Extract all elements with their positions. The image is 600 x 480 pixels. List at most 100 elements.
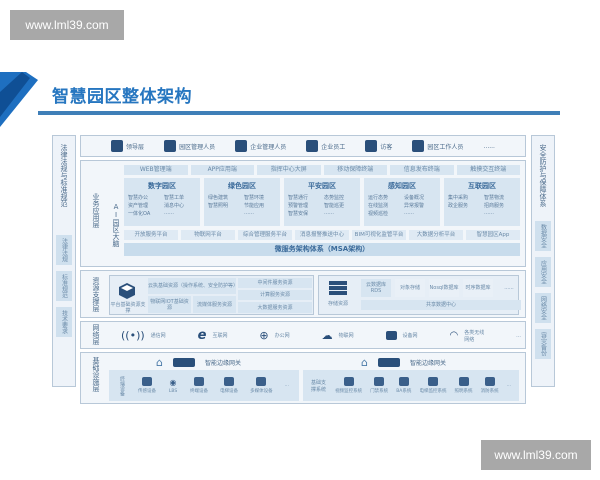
storage-resources: 存储资源 云数据库RDS 对象存储 Nosql数据库 时序数据库 ...... …: [318, 275, 521, 315]
terminal-item: 指挥中心大屏: [257, 165, 321, 175]
zone-digital: 数字园区 智慧办公智慧工单资产管理消息中心一体化OA……: [124, 178, 200, 226]
hydrant-icon: [484, 377, 495, 386]
worker-icon: [412, 140, 425, 152]
device-item: ...: [506, 383, 511, 388]
infrastructure-layer: 基础设施层 ⌂智能边缘网关 ⌂智能边缘网关 终端设备 传感设备 ◉LBS 终端设…: [80, 352, 526, 404]
platforms-row: 开放服务平台 物联网平台 综合管理服务平台 消息报警推送中心 BIM可视化监管平…: [124, 230, 520, 240]
user-item: 园区工作人员: [412, 140, 463, 152]
terminal-devices: 终端设备 传感设备 ◉LBS 终端设备 电梯设备 多媒体设备 ...: [109, 370, 299, 401]
iot-cloud-icon: ☁: [321, 329, 333, 342]
left-side-item: 法律法规: [56, 235, 72, 265]
office-net-icon: ⊕: [259, 329, 269, 342]
cube-icon: [119, 283, 135, 299]
compute-resources: 平台基础资源支撑 云执基础资源（操作系统、安全防护等） 物联网IOT基础资源 流…: [109, 275, 314, 315]
user-item: 领导层: [111, 140, 144, 152]
network-item: ((•))通信网: [121, 329, 166, 342]
device-item: 消防系统: [481, 377, 499, 394]
zone-safe: 平安园区 智慧通行态势监控预警管理智能巡更智慧安保……: [284, 178, 360, 226]
zone-sensing: 感知园区 运行态势设备概况在线监测异常报警视频巡检……: [364, 178, 440, 226]
gateway-left: ⌂智能边缘网关: [156, 356, 241, 369]
page-title: 智慧园区整体架构: [52, 87, 192, 107]
right-side-title: 安全防护与保障体系: [539, 144, 547, 207]
platform-item: 综合管理服务平台: [238, 230, 292, 240]
staff-icon: [306, 140, 319, 152]
lightbulb-icon: [458, 377, 469, 386]
device-item: BA系统: [396, 377, 411, 394]
base-layer-label: 基础设施层: [92, 357, 100, 392]
people-icon: [374, 377, 385, 386]
terminal-item: WEB管理端: [124, 165, 188, 175]
network-item: ⊕办公网: [259, 329, 290, 342]
media-play-icon: [256, 377, 267, 386]
left-standards-column: 法律法规与标准规范 法律法规 标准规范 技术要求: [52, 135, 76, 387]
device-item: 门禁系统: [370, 377, 388, 394]
title-divider: [38, 111, 560, 115]
right-side-item: 网络安全: [535, 293, 551, 323]
zones-row: 数字园区 智慧办公智慧工单资产管理消息中心一体化OA…… 绿色园区 绿色建筑智慧…: [124, 178, 520, 226]
device-item: 多媒体设备: [250, 377, 273, 394]
watermark-bottom: www.lml39.com: [481, 440, 591, 470]
manager-icon: [235, 140, 248, 152]
user-item: ......: [483, 142, 495, 150]
house-icon: ⌂: [361, 356, 368, 369]
left-side-item: 标准规范: [56, 271, 72, 301]
device-item: 视频监控系统: [335, 377, 362, 394]
device-item: 电梯设备: [220, 377, 238, 394]
network-item: 设备网: [385, 331, 418, 340]
user-item: 企业员工: [306, 140, 345, 152]
app-layer-label: 业务应用层: [92, 193, 100, 228]
server-icon: [329, 281, 347, 295]
platform-item: 大数据分析平台: [409, 230, 463, 240]
platform-item: 物联网平台: [181, 230, 235, 240]
user-item: 访客: [365, 140, 392, 152]
gateway-router-icon: [172, 358, 195, 367]
ai-brain-label: AI园区大脑: [112, 203, 120, 247]
right-side-item: 容灾备份: [535, 329, 551, 359]
application-layer: 业务应用层 AI园区大脑 WEB管理端 APP应用端 指挥中心大屏 移动保障终端…: [80, 160, 526, 267]
right-side-item: 数据安全: [535, 221, 551, 251]
msa-bar: 微服务架构体系（MSA架构）: [124, 243, 520, 256]
resource-layer-label: 资源支撑层: [92, 277, 100, 312]
visitor-icon: [365, 140, 378, 152]
terminal-item: 信息发布终端: [390, 165, 454, 175]
terminal-item: 触摸交互终端: [456, 165, 520, 175]
location-pin-icon: ◉: [169, 377, 177, 387]
chevron-decoration-icon: [0, 72, 38, 127]
camera-icon: [343, 377, 354, 386]
terminals-row: WEB管理端 APP应用端 指挥中心大屏 移动保障终端 信息发布终端 触摸交互终…: [124, 165, 520, 175]
right-security-column: 安全防护与保障体系 数据安全 应用安全 网络安全 容灾备份: [531, 135, 555, 387]
device-item: ...: [284, 383, 289, 388]
network-layer-label: 网络层: [92, 324, 100, 345]
terminal-item: 移动保障终端: [323, 165, 387, 175]
device-item: ◉LBS: [168, 377, 178, 394]
device-item: 照明系统: [455, 377, 473, 394]
platform-item: BIM可视化监管平台: [352, 230, 406, 240]
left-side-title: 法律法规与标准规范: [60, 144, 68, 207]
zone-connected: 互联园区 集中采购智慧物流政企服务招商服务……: [444, 178, 520, 226]
users-row: 领导层 园区管理人员 企业管理人员 企业员工 访客 园区工作人员 ......: [80, 135, 526, 157]
device-item: 传感设备: [138, 377, 156, 394]
wifi-icon: ◠: [449, 330, 459, 341]
device-item: 终端设备: [190, 377, 208, 394]
gateway-router-icon: [377, 358, 400, 367]
right-side-item: 应用安全: [535, 257, 551, 287]
admin-icon: [164, 140, 177, 152]
watermark-top: www.lml39.com: [10, 10, 124, 40]
platform-item: 智慧园区App: [466, 230, 520, 240]
resource-layer: 资源支撑层 平台基础资源支撑 云执基础资源（操作系统、安全防护等） 物联网IOT…: [80, 270, 526, 318]
platform-item: 消息报警推送中心: [295, 230, 349, 240]
house-icon: ⌂: [156, 356, 163, 369]
elevator-icon: [224, 377, 235, 386]
platform-item: 开放服务平台: [124, 230, 178, 240]
network-item: ...: [516, 332, 521, 339]
elevator-icon: [427, 377, 438, 386]
terminal-icon: [194, 377, 205, 386]
architecture-main: 领导层 园区管理人员 企业管理人员 企业员工 访客 园区工作人员 ...... …: [80, 135, 526, 407]
gateway-right: ⌂智能边缘网关: [361, 356, 446, 369]
terminal-item: APP应用端: [190, 165, 254, 175]
network-item: ☁物联网: [321, 329, 354, 342]
antenna-icon: ((•)): [121, 329, 145, 342]
router-icon: [385, 331, 397, 340]
